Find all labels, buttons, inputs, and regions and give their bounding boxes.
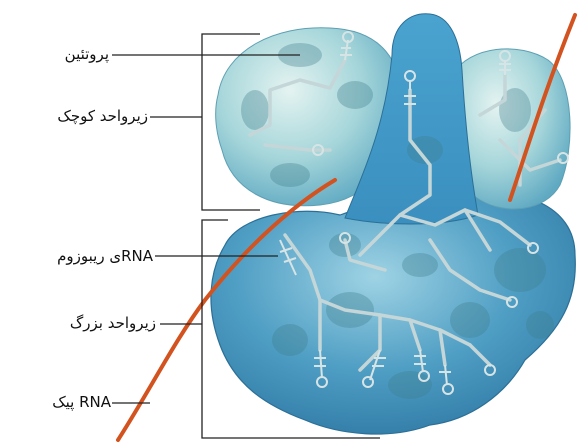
ribosomal-rna-label: RNAی ریبوزوم [57,247,153,265]
small-subunit-label: زیرواحد کوچک [57,107,148,125]
protein-label: پروتئین [65,45,109,63]
large-subunit [211,193,575,435]
large-subunit-label: زیرواحد بزرگ [70,314,156,332]
messenger-rna-label: RNA پیک [52,393,111,411]
